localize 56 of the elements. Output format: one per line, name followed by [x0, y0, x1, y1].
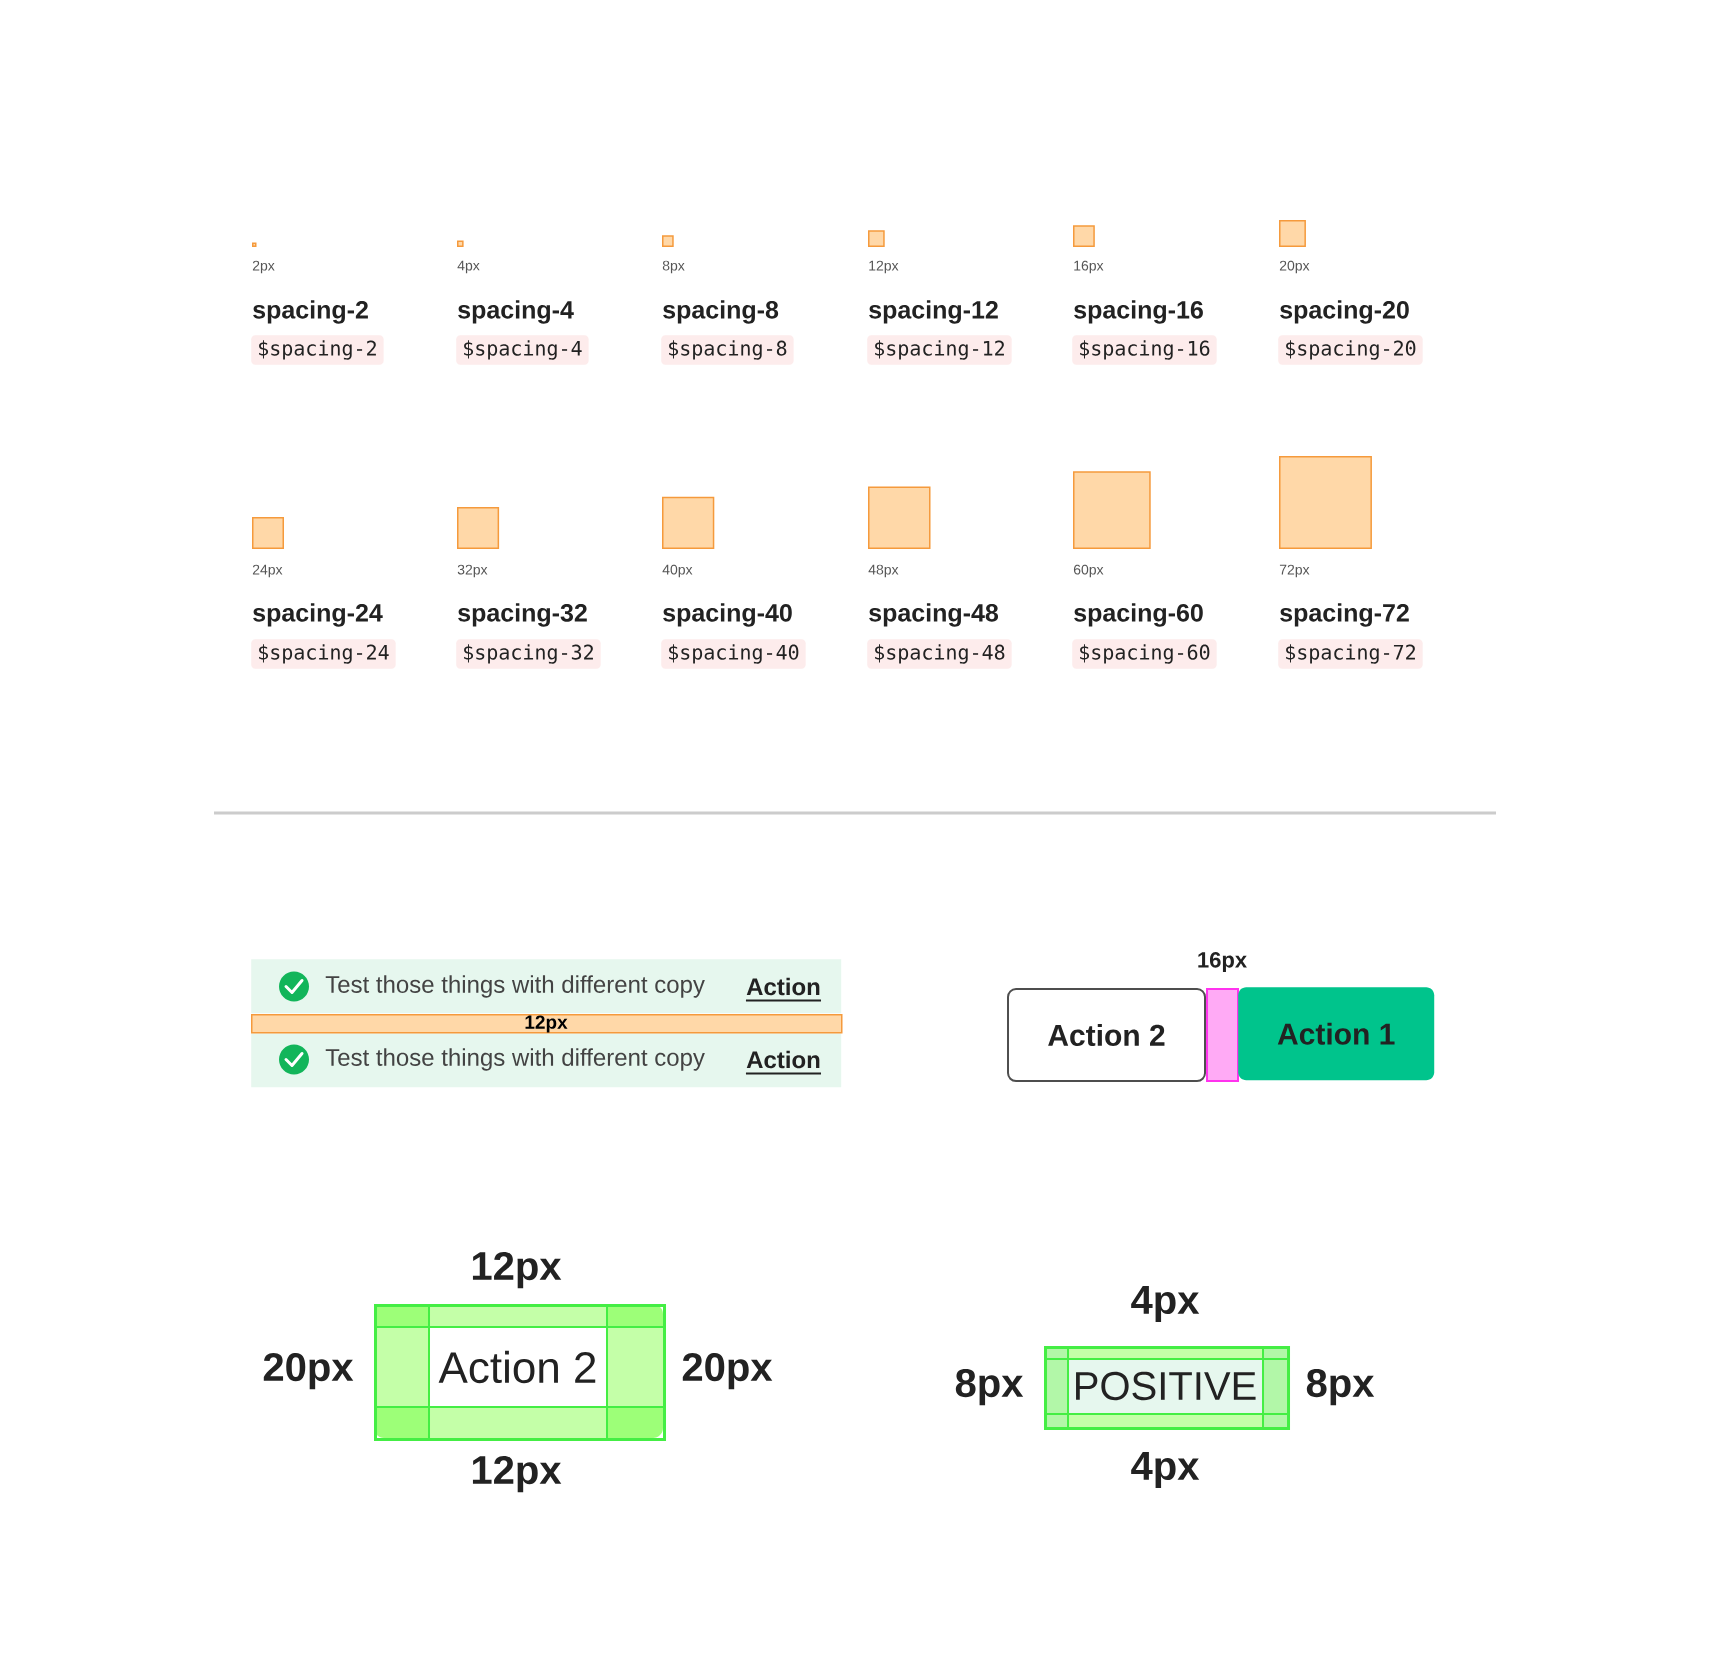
code-pill: $spacing-16: [1072, 335, 1217, 365]
size-label: 72px: [1279, 564, 1310, 578]
size-label: 20px: [1279, 260, 1310, 274]
code-pill: $spacing-48: [867, 639, 1012, 669]
size-label: 8px: [662, 260, 685, 274]
code-pill: $spacing-32: [456, 639, 601, 669]
message-text: Test those things with different copy: [325, 975, 705, 998]
dimension-label: 8px: [1306, 1368, 1375, 1406]
token-name: spacing-8: [663, 300, 779, 324]
token-name: spacing-16: [1074, 300, 1203, 324]
padding-box: Action 2: [373, 1303, 666, 1441]
size-label: 16px: [1074, 260, 1104, 274]
padding-box: POSITIVE: [1043, 1345, 1290, 1430]
node-label: 16px: [1198, 952, 1247, 972]
dimension-label: 4px: [1131, 1286, 1200, 1322]
notification-row: [251, 959, 842, 1014]
token-name: spacing-12: [869, 300, 998, 324]
notification-row: [251, 1033, 842, 1088]
token-name: spacing-48: [869, 603, 999, 627]
token-name: spacing-2: [253, 300, 368, 324]
spacing-bar: 12px: [251, 1014, 843, 1034]
dimension-label: 12px: [472, 1455, 562, 1493]
token-name: spacing-24: [253, 603, 383, 627]
code-pill: $spacing-60: [1072, 639, 1217, 669]
size-label: 2px: [252, 260, 275, 274]
token-name: spacing-72: [1280, 603, 1409, 627]
primary-button: Action 1: [1238, 987, 1435, 1081]
token-name: spacing-32: [458, 603, 587, 627]
message-text: Test those things with different copy: [325, 1048, 705, 1071]
action-link: Action: [744, 977, 822, 1002]
code-pill: $spacing-20: [1278, 335, 1423, 365]
secondary-button: Action 2: [1007, 988, 1206, 1082]
token-name: spacing-40: [663, 603, 792, 627]
size-label: 60px: [1073, 564, 1104, 578]
size-label: 12px: [869, 260, 899, 274]
code-pill: $spacing-72: [1278, 639, 1423, 669]
token-name: spacing-4: [458, 300, 574, 324]
size-label: 4px: [457, 260, 480, 274]
size-label: 24px: [252, 564, 283, 578]
size-label: 32px: [457, 564, 488, 578]
code-pill: $spacing-12: [867, 335, 1012, 365]
action-link: Action: [744, 1050, 822, 1075]
size-label: 40px: [662, 564, 693, 578]
dimension-label: 4px: [1131, 1452, 1200, 1488]
code-pill: $spacing-2: [251, 335, 384, 365]
code-pill: $spacing-24: [251, 639, 396, 669]
size-label: 48px: [868, 564, 899, 578]
code-pill: $spacing-4: [456, 335, 589, 365]
code-pill: $spacing-40: [661, 639, 806, 669]
token-name: spacing-20: [1280, 300, 1409, 324]
dimension-label: 12px: [472, 1251, 562, 1289]
code-pill: $spacing-8: [661, 335, 794, 365]
token-name: spacing-60: [1074, 603, 1203, 627]
dimension-label: 20px: [263, 1352, 354, 1390]
dimension-label: 8px: [955, 1368, 1024, 1406]
dimension-label: 20px: [682, 1352, 773, 1390]
